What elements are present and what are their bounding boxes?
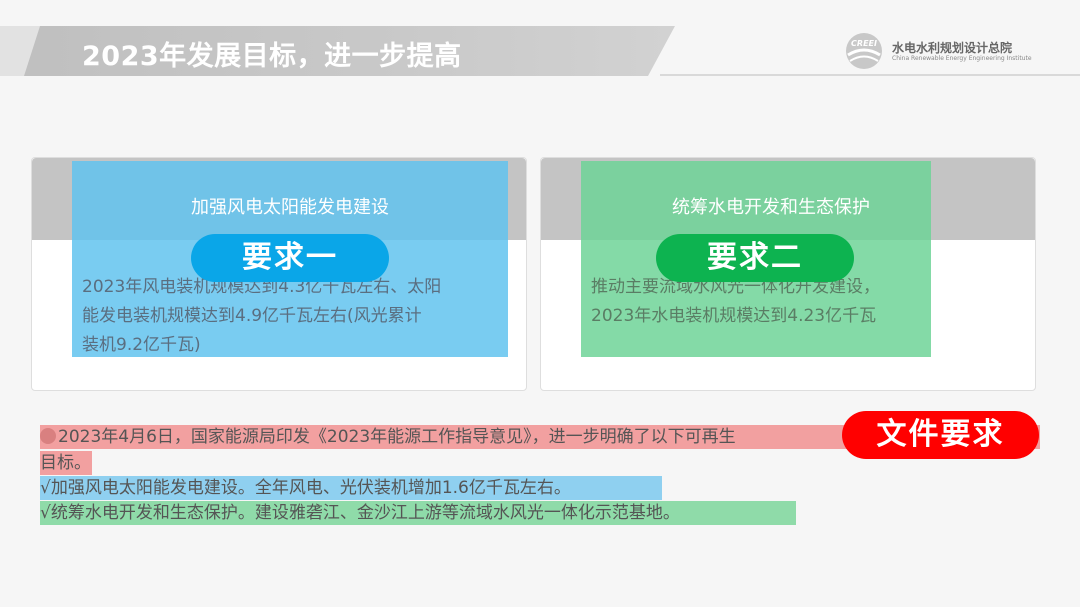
- card-text: 2023年风电装机规模达到4.3亿千瓦左右、太阳 能发电装机规模达到4.9亿千瓦…: [82, 273, 502, 360]
- card-text-line: 装机9.2亿千瓦): [82, 335, 201, 355]
- requirement-two-badge: 要求二: [656, 234, 854, 282]
- note-line-2: 目标。: [40, 451, 92, 475]
- card-text: 推动主要流域水风光一体化开发建设， 2023年水电装机规模达到4.23亿千瓦: [591, 273, 991, 331]
- card-text-line: 能发电装机规模达到4.9亿千瓦左右(风光累计: [82, 306, 422, 326]
- document-requirement-badge: 文件要求: [842, 411, 1039, 459]
- requirement-one-badge: 要求一: [191, 234, 389, 282]
- creei-logo-icon: CREEI: [846, 33, 882, 69]
- note-text: 2023年4月6日，国家能源局印发《2023年能源工作指导意见》，进一步明确了以…: [58, 427, 736, 447]
- title-banner: [0, 26, 675, 76]
- logo-name-cn: 水电水利规划设计总院: [892, 41, 1013, 55]
- note-line-3: √加强风电太阳能发电建设。全年风电、光伏装机增加1.6亿千瓦左右。: [40, 476, 662, 500]
- page-title: 2023年发展目标，进一步提高: [82, 41, 462, 72]
- bullet-dot-icon: [40, 428, 56, 444]
- card-text-line: 推动主要流域水风光一体化开发建设，: [591, 277, 880, 297]
- logo-mark-text: CREEI: [851, 39, 877, 48]
- header-divider: [660, 74, 1080, 76]
- institute-logo: CREEI 水电水利规划设计总院 China Renewable Energy …: [843, 31, 1043, 71]
- logo-name-en: China Renewable Energy Engineering Insti…: [892, 55, 1032, 62]
- card-title: 加强风电太阳能发电建设: [191, 197, 389, 218]
- note-line-4: √统筹水电开发和生态保护。建设雅砻江、金沙江上游等流域水风光一体化示范基地。: [40, 501, 796, 525]
- card-text-line: 2023年风电装机规模达到4.3亿千瓦左右、太阳: [82, 277, 442, 297]
- card-text-line: 2023年水电装机规模达到4.23亿千瓦: [591, 306, 877, 326]
- card-title: 统筹水电开发和生态保护: [672, 197, 870, 218]
